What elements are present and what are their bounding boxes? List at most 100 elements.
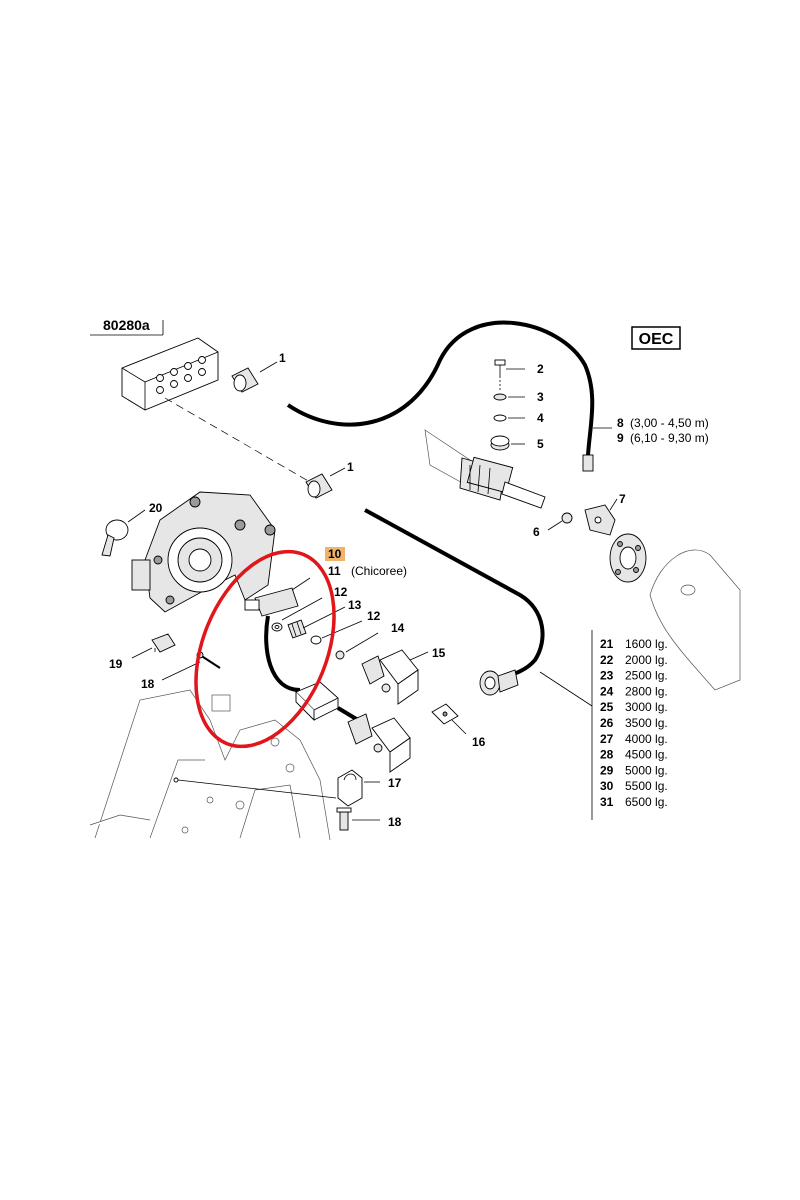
screw-14 <box>335 632 379 660</box>
length-row-value: 4000 lg. <box>625 732 668 746</box>
sensor-cable-out <box>336 706 360 722</box>
svg-text:80280a: 80280a <box>103 317 150 333</box>
motor-housing <box>131 491 276 613</box>
connector-plug-icon <box>479 669 519 696</box>
callout-9-row: 9 (6,10 - 9,30 m) <box>617 431 709 445</box>
svg-text:(6,10 - 9,30 m): (6,10 - 9,30 m) <box>630 431 709 445</box>
assembly-dash-line <box>164 397 311 483</box>
length-row-value: 6500 lg. <box>625 795 668 809</box>
svg-text:(Chicoree): (Chicoree) <box>351 564 407 578</box>
spacer-5 <box>490 435 525 451</box>
length-row-number: 23 <box>600 669 614 683</box>
length-row: 31 6500 lg. <box>600 795 668 809</box>
callout-1a: 1 <box>279 351 286 365</box>
svg-text:11: 11 <box>328 564 341 578</box>
callout-16: 16 <box>472 735 486 749</box>
diagram-code-label: 80280a <box>90 317 164 336</box>
callout-15: 15 <box>432 646 446 660</box>
length-row-number: 28 <box>600 748 614 762</box>
callout-8-row: 8 (3,00 - 4,50 m) <box>617 416 709 430</box>
length-row: 24 2800 lg. <box>600 684 668 698</box>
rivet-18-lower <box>336 807 380 831</box>
length-row-value: 2800 lg. <box>625 684 668 698</box>
callout-18a: 18 <box>141 677 155 691</box>
length-row-value: 2500 lg. <box>625 669 668 683</box>
washer-4 <box>493 414 525 422</box>
length-row-value: 2000 lg. <box>625 653 668 667</box>
callout-12b: 12 <box>367 609 381 623</box>
svg-text:8: 8 <box>617 416 624 430</box>
callout-12a: 12 <box>334 585 348 599</box>
length-row-number: 24 <box>600 684 614 698</box>
callout-3: 3 <box>537 390 544 404</box>
washer-12a <box>271 622 283 632</box>
cable-end-connector-upper <box>582 427 612 472</box>
roller-body <box>649 549 741 691</box>
length-row-number: 26 <box>600 716 614 730</box>
length-row-number: 22 <box>600 653 614 667</box>
flange-hub <box>609 533 647 583</box>
length-table: 21 1600 lg. 22 2000 lg. 23 2500 lg. 24 2800 lg.… <box>591 630 668 820</box>
sensor-icon <box>244 577 311 617</box>
callout-13: 13 <box>348 598 362 612</box>
sensor-cable <box>264 615 301 692</box>
washer-12b <box>310 635 322 645</box>
callout-6: 6 <box>533 525 540 539</box>
length-row: 25 3000 lg. <box>600 700 668 714</box>
screw-2 <box>494 359 525 378</box>
length-row: 26 3500 lg. <box>600 716 668 730</box>
connector-lower <box>347 713 411 773</box>
callout-5: 5 <box>537 437 544 451</box>
gasket-16 <box>431 703 467 735</box>
spring-13 <box>287 619 307 639</box>
callout-1b: 1 <box>347 460 354 474</box>
length-row-number: 25 <box>600 700 614 714</box>
length-row-number: 27 <box>600 732 614 746</box>
oec-badge: OEC <box>631 326 681 350</box>
callout-7: 7 <box>619 492 626 506</box>
callout-2: 2 <box>537 362 544 376</box>
callout-19: 19 <box>109 657 123 671</box>
callout-20: 20 <box>149 501 163 515</box>
pin-18-left <box>161 651 221 681</box>
cable-gland-upper <box>231 361 278 393</box>
svg-text:OEC: OEC <box>639 331 674 348</box>
length-row: 29 5000 lg. <box>600 763 668 777</box>
callout-11-row: 11 (Chicoree) <box>328 564 407 578</box>
length-row-number: 30 <box>600 779 614 793</box>
svg-text:(3,00 - 4,50 m): (3,00 - 4,50 m) <box>630 416 709 430</box>
connector-15 <box>361 649 429 705</box>
length-row-value: 4500 lg. <box>625 748 668 762</box>
length-row-number: 31 <box>600 795 614 809</box>
highlight-ellipse <box>194 549 336 749</box>
nut-6 <box>547 512 573 531</box>
callout-17: 17 <box>388 776 402 790</box>
cable-tie-20 <box>101 509 146 557</box>
junction-box-icon <box>121 337 219 411</box>
length-row-number: 29 <box>600 763 614 777</box>
shaft-assembly <box>424 429 546 509</box>
length-row-value: 5500 lg. <box>625 779 668 793</box>
callout-10-highlight <box>325 547 345 561</box>
length-row: 28 4500 lg. <box>600 748 668 762</box>
length-row-value: 3000 lg. <box>625 700 668 714</box>
length-row: 30 5500 lg. <box>600 779 668 793</box>
length-row: 27 4000 lg. <box>600 732 668 746</box>
callout-14: 14 <box>391 621 405 635</box>
length-row-value: 1600 lg. <box>625 637 668 651</box>
length-row-value: 5000 lg. <box>625 763 668 777</box>
pointer-line-17 <box>177 779 337 799</box>
length-row: 22 2000 lg. <box>600 653 668 667</box>
svg-text:9: 9 <box>617 431 624 445</box>
callout-18b: 18 <box>388 815 402 829</box>
cable-upper <box>286 320 595 456</box>
clip-19 <box>131 633 176 659</box>
bracket-7 <box>584 498 618 536</box>
cable-lower <box>364 508 545 680</box>
length-row-value: 3500 lg. <box>625 716 668 730</box>
length-row-number: 21 <box>600 637 614 651</box>
chassis-frame <box>89 689 331 841</box>
washer-3 <box>493 393 525 401</box>
callout-10: 10 <box>328 547 342 561</box>
